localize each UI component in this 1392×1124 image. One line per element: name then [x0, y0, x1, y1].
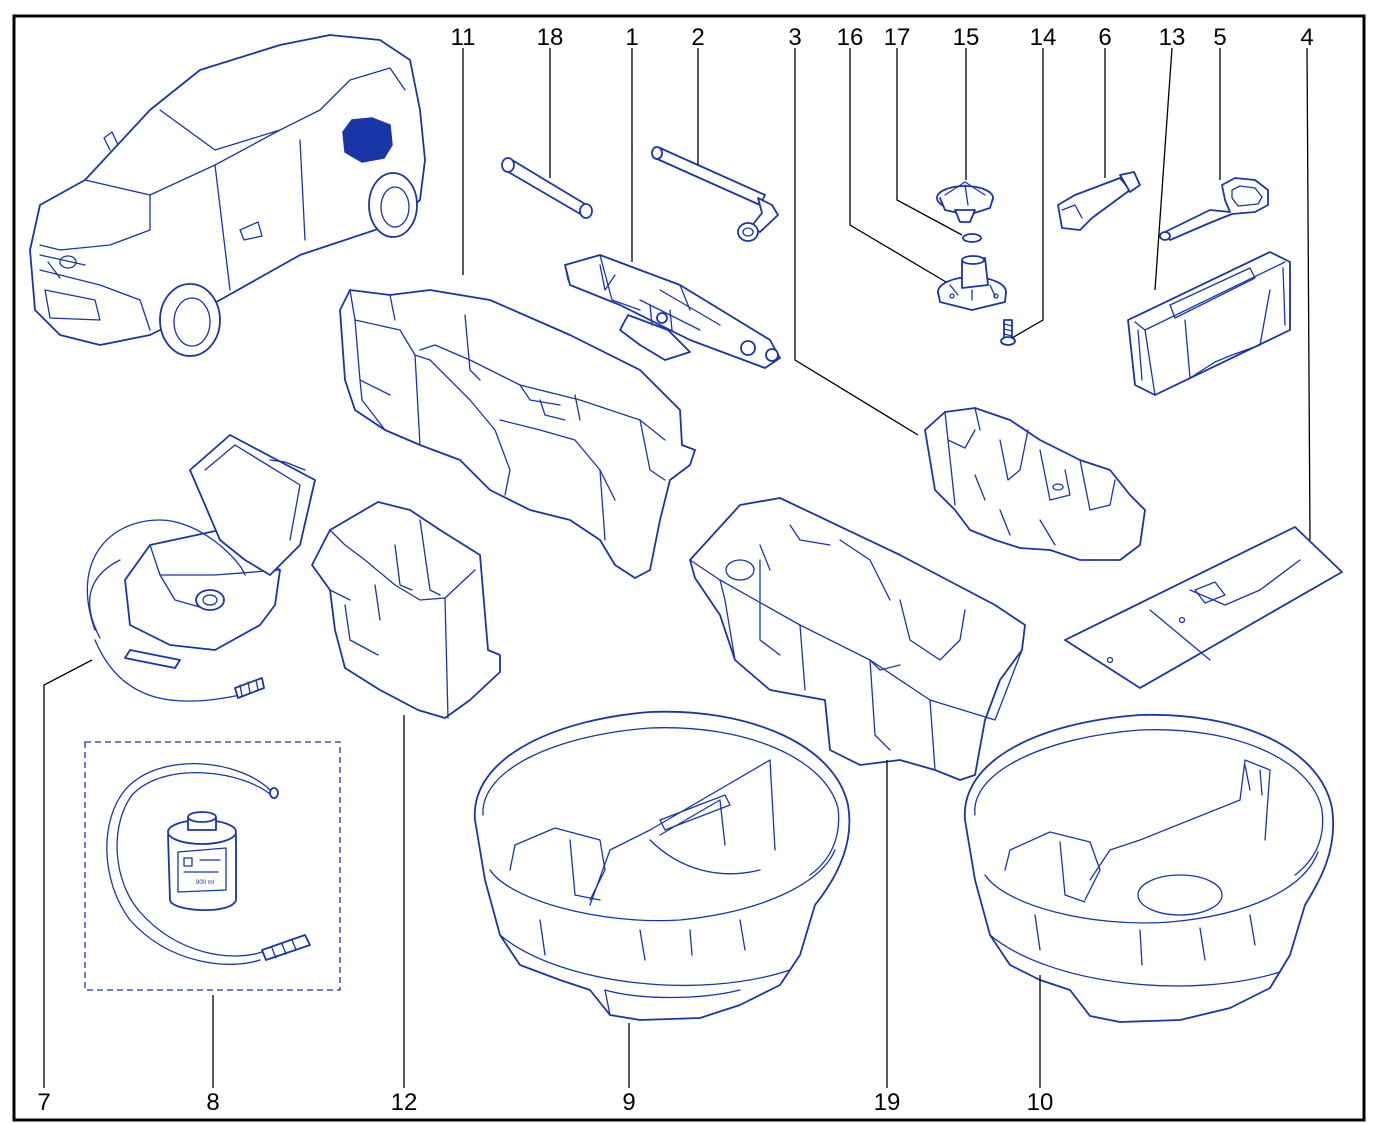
- leader-13: [1154, 47, 1173, 291]
- callout-4: 4: [1300, 24, 1313, 51]
- callout-15: 15: [953, 24, 980, 51]
- callout-17: 17: [884, 24, 911, 51]
- callout-12: 12: [391, 1089, 418, 1116]
- callout-14: 14: [1030, 24, 1057, 51]
- storage-tray-19: [689, 497, 1026, 781]
- leader-lines: [43, 47, 1311, 1088]
- callout-18: 18: [537, 24, 564, 51]
- storage-tray-12: [311, 501, 501, 719]
- jack-part: [564, 254, 781, 369]
- base-part-16: [937, 255, 1007, 311]
- leader-16: [849, 48, 947, 283]
- callout-9: 9: [622, 1089, 635, 1116]
- callout-2: 2: [691, 24, 704, 51]
- spare-tool-location-marker: [342, 117, 393, 163]
- diagram-frame: [12, 14, 1366, 1122]
- bolt-part-14: [1000, 319, 1016, 346]
- callout-8: 8: [206, 1089, 219, 1116]
- kit-group-box: [84, 741, 341, 991]
- car-illustration: [29, 34, 426, 357]
- callout-19: 19: [874, 1089, 901, 1116]
- leader-3: [794, 48, 919, 436]
- spare-wheel-tray-10: [964, 713, 1334, 1023]
- callout-5: 5: [1213, 24, 1226, 51]
- spare-wheel-tray-9: [474, 710, 851, 1021]
- hook-part-5: [1159, 177, 1269, 241]
- socket-part-6: [1057, 171, 1141, 231]
- case-part-13: [1127, 251, 1291, 396]
- callout-7: 7: [37, 1089, 50, 1116]
- callout-16: 16: [837, 24, 864, 51]
- callout-11: 11: [451, 24, 476, 51]
- cap-part-15: [936, 181, 994, 223]
- ring-part-17: [962, 233, 982, 243]
- callout-1: 1: [625, 24, 638, 51]
- mat-part-4: [1064, 526, 1343, 689]
- callout-numbers: 11 18 1 2 3 16 17 15 14 6 13 5 4 7 8 12 …: [37, 24, 1313, 1116]
- compressor-part-7: [86, 434, 316, 702]
- bottle-volume-label: 900 ml: [196, 880, 214, 886]
- leader-14: [1011, 48, 1044, 339]
- leader-7: [43, 659, 93, 1088]
- storage-tray-11: [339, 289, 696, 579]
- callout-13: 13: [1159, 24, 1186, 51]
- callout-6: 6: [1098, 24, 1111, 51]
- leader-17: [896, 48, 963, 236]
- repair-kit-part-8: 900 ml: [84, 741, 341, 991]
- wheel-brace-part: [651, 146, 779, 242]
- insert-part-3: [924, 407, 1146, 561]
- leader-4: [1306, 47, 1311, 541]
- callout-10: 10: [1027, 1089, 1054, 1116]
- rod-part: [501, 157, 593, 219]
- callout-3: 3: [788, 24, 801, 51]
